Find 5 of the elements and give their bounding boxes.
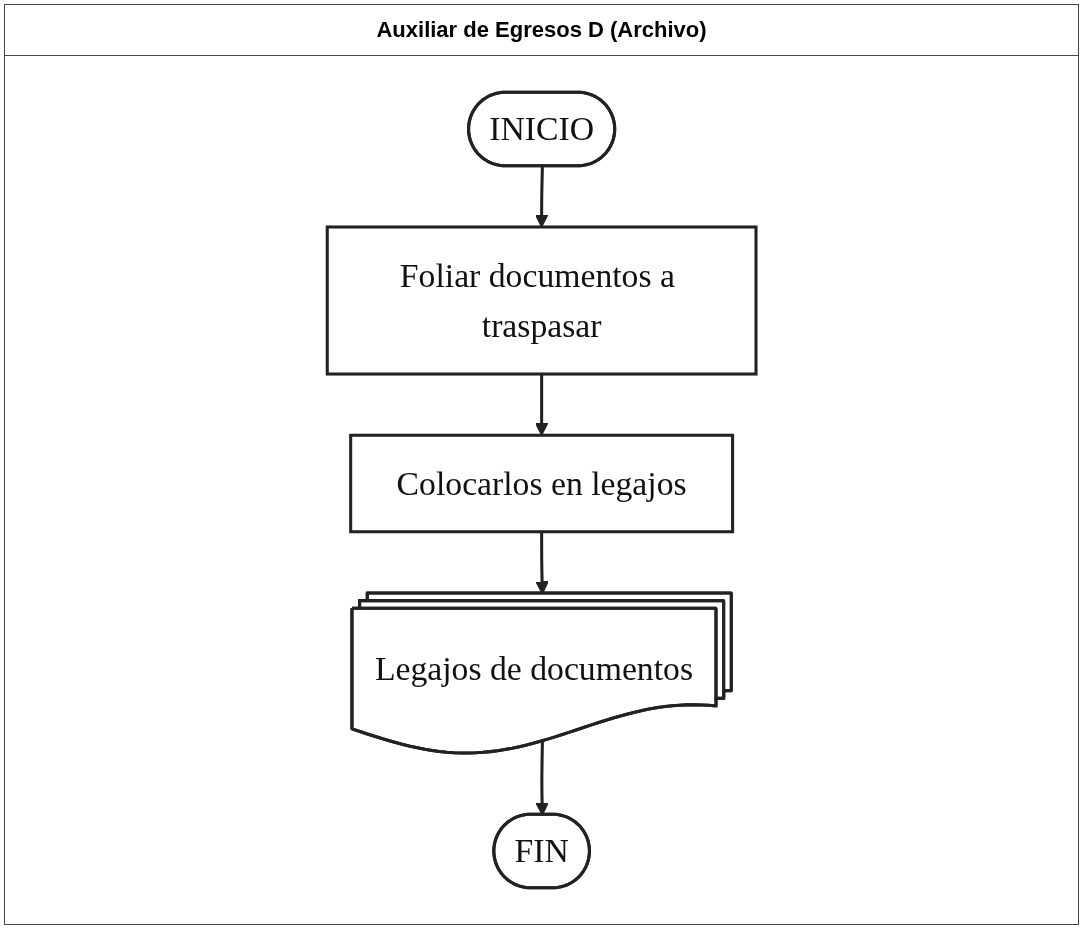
arrow [534, 166, 549, 228]
node-box: Colocarlos en legajos [349, 433, 734, 534]
title: Auxiliar de Egresos D (Archivo) [5, 5, 1078, 56]
node-box: Foliar documentos a traspasar [325, 225, 758, 376]
arrow [534, 374, 549, 436]
